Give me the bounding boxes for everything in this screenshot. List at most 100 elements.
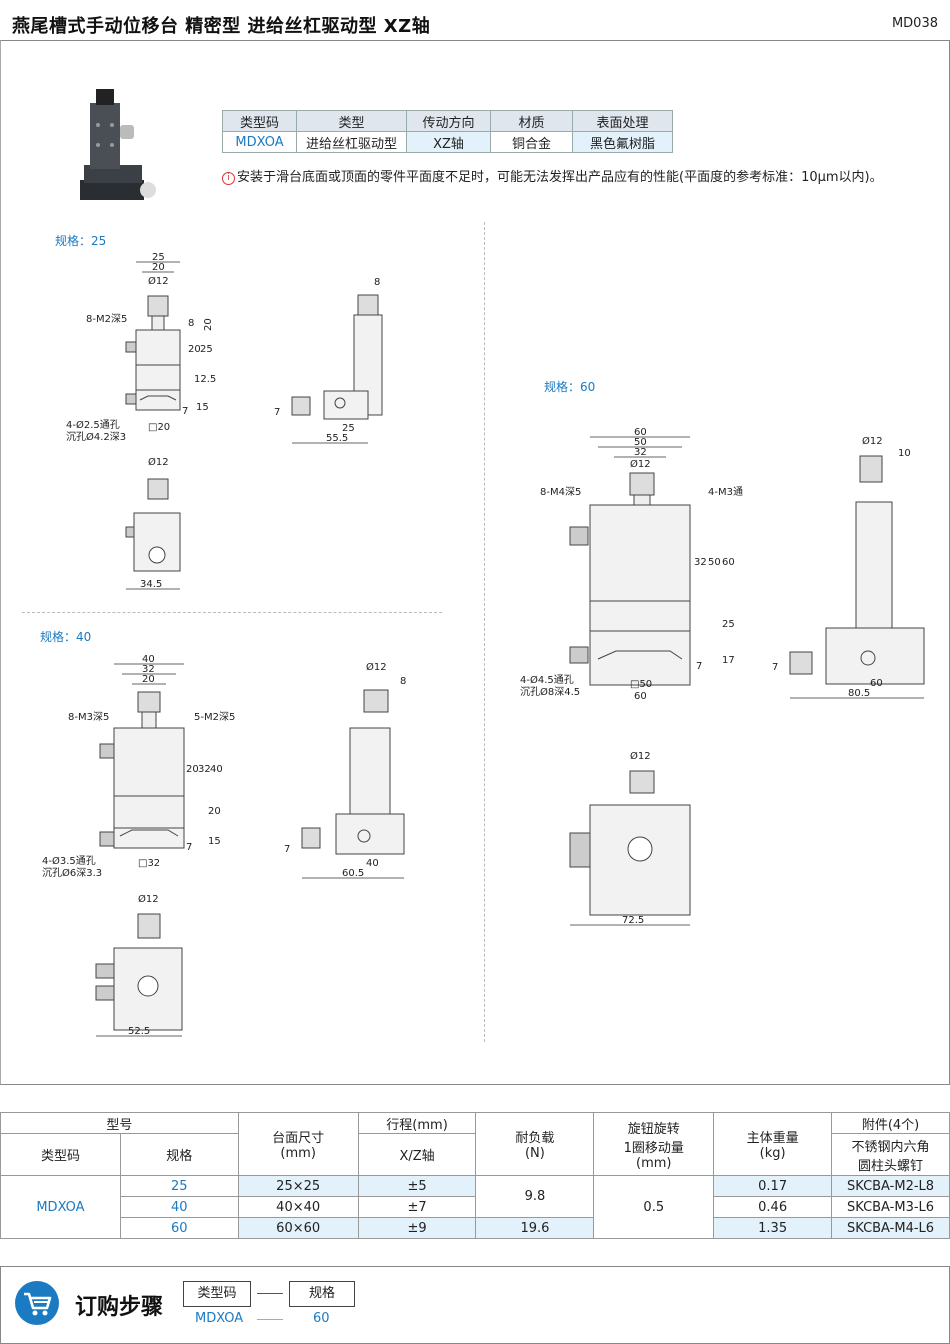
dim-label: 沉孔Ø8深4.5 bbox=[520, 685, 580, 698]
dim-label: 34.5 bbox=[140, 579, 162, 590]
dim-label: 7 bbox=[274, 407, 280, 418]
size-cell: 60×60 bbox=[237, 1217, 359, 1239]
connector bbox=[257, 1319, 283, 1320]
size-cell: 25×25 bbox=[237, 1175, 359, 1197]
type-cell: 进给丝杠驱动型 bbox=[296, 131, 407, 153]
dim-label: 25 bbox=[722, 619, 735, 630]
dim-label: Ø12 bbox=[148, 275, 169, 287]
type-header: 材质 bbox=[490, 110, 573, 132]
dim-label: 4-Ø3.5通孔 bbox=[42, 855, 96, 867]
dim-label: 55.5 bbox=[326, 433, 348, 444]
dim-label: 32 bbox=[634, 447, 647, 458]
load-cell: 19.6 bbox=[475, 1217, 595, 1239]
dim-label: 72.5 bbox=[622, 915, 644, 926]
dim-label: 7 bbox=[696, 661, 702, 672]
dim-label: 4-M3通 bbox=[708, 486, 743, 498]
spec-cell: 40 bbox=[119, 1196, 239, 1218]
dim-label: Ø12 bbox=[862, 435, 883, 447]
accessory-cell: SKCBA-M3-L6 bbox=[831, 1196, 950, 1218]
dim-label: 40 bbox=[210, 764, 223, 775]
catalog-code: MD038 bbox=[891, 16, 938, 31]
drawing-40-side: Ø12 8 7 40 60.5 bbox=[284, 661, 406, 879]
header-model: 型号 bbox=[0, 1112, 239, 1134]
type-header: 类型 bbox=[296, 110, 407, 132]
type-table: 类型码 类型 传动方向 材质 表面处理 MDXOA 进给丝杠驱动型 XZ轴 铜合… bbox=[222, 110, 673, 153]
dim-label: 20 bbox=[142, 674, 155, 685]
type-cell: 黑色氟树脂 bbox=[572, 131, 673, 153]
stroke-cell: ±7 bbox=[357, 1196, 477, 1218]
weight-cell: 0.46 bbox=[713, 1196, 833, 1218]
dim-label: 25 bbox=[200, 344, 213, 355]
dim-label: 60 bbox=[634, 691, 647, 702]
dim-label: 60 bbox=[722, 557, 735, 568]
header-screw: 不锈钢内六角 圆柱头螺钉 bbox=[831, 1133, 950, 1176]
dim-label: 沉孔Ø4.2深3 bbox=[66, 430, 126, 443]
dim-label: 15 bbox=[196, 402, 209, 413]
dim-label: 8-M2深5 bbox=[86, 313, 127, 325]
divider bbox=[484, 222, 485, 1042]
dim-label: 60 bbox=[634, 427, 647, 438]
type-cell: 铜合金 bbox=[490, 131, 573, 153]
dim-label: Ø12 bbox=[366, 661, 387, 673]
size-cell: 40×40 bbox=[237, 1196, 359, 1218]
drawing-40-front: Ø12 52.5 bbox=[95, 893, 183, 1037]
dim-label: 5-M2深5 bbox=[194, 711, 235, 723]
cart-icon bbox=[15, 1281, 59, 1325]
dim-label: Ø12 bbox=[630, 750, 651, 762]
dim-label: Ø12 bbox=[630, 458, 651, 470]
drawing-25-side: 8 7 25 55.5 bbox=[274, 277, 383, 444]
dim-label: □20 bbox=[148, 422, 170, 433]
dim-label: 4-Ø2.5通孔 bbox=[66, 419, 120, 431]
header-spec: 规格 bbox=[119, 1133, 239, 1176]
order-steps: 订购步骤 类型码 规格 MDXOA 60 bbox=[0, 1266, 950, 1344]
spec-cell: 60 bbox=[119, 1217, 239, 1239]
dim-label: 8 bbox=[374, 277, 380, 288]
spec-cell: 25 bbox=[119, 1175, 239, 1197]
order-value-spec: 60 bbox=[313, 1311, 330, 1326]
dim-label: 20 bbox=[186, 764, 199, 775]
weight-cell: 1.35 bbox=[713, 1217, 833, 1239]
dim-label: 50 bbox=[634, 437, 647, 448]
divider bbox=[22, 612, 442, 613]
dim-label: 7 bbox=[182, 406, 188, 417]
type-header: 传动方向 bbox=[406, 110, 491, 132]
header-typecode: 类型码 bbox=[0, 1133, 121, 1176]
drawing-40-top: 40 32 20 8-M3深5 5-M2深5 4-Ø3.5通孔 沉孔Ø6深3.3… bbox=[42, 654, 235, 879]
connector bbox=[257, 1293, 283, 1294]
drawing-60-front: Ø12 72.5 bbox=[569, 750, 691, 926]
dim-label: Ø12 bbox=[138, 893, 159, 905]
dim-label: 8 bbox=[400, 676, 406, 687]
header-accessory: 附件(4个) bbox=[831, 1112, 950, 1134]
dim-label: 12.5 bbox=[194, 374, 216, 385]
dim-label: 沉孔Ø6深3.3 bbox=[42, 866, 102, 879]
page-title: 燕尾槽式手动位移台 精密型 进给丝杠驱动型 XZ轴 bbox=[12, 16, 431, 37]
order-value-typecode: MDXOA bbox=[195, 1311, 244, 1326]
drawing-25-front: Ø12 34.5 bbox=[125, 456, 181, 590]
weight-cell: 0.17 bbox=[713, 1175, 833, 1197]
drawing-60-top: 60 50 32 Ø12 8-M4深5 4-M3通 4-Ø4.5通孔 沉孔Ø8深… bbox=[520, 427, 743, 702]
spec-table: 型号 台面尺寸 (mm) 行程(mm) 耐负载 (N) 旋钮旋转 1圈移动量 (… bbox=[0, 1112, 950, 1239]
dim-label: 20 bbox=[208, 806, 221, 817]
product-photo bbox=[80, 89, 156, 200]
dim-label: 20 bbox=[203, 318, 214, 331]
dim-label: 80.5 bbox=[848, 688, 870, 699]
dim-label: 60.5 bbox=[342, 868, 364, 879]
dim-label: 7 bbox=[186, 842, 192, 853]
dim-label: 8-M3深5 bbox=[68, 711, 109, 723]
type-cell: XZ轴 bbox=[406, 131, 491, 153]
load-cell: 9.8 bbox=[475, 1175, 595, 1218]
dim-label: 17 bbox=[722, 655, 735, 666]
dim-label: 40 bbox=[366, 858, 379, 869]
dim-label: 32 bbox=[198, 764, 211, 775]
knob-cell: 0.5 bbox=[593, 1175, 715, 1239]
accessory-cell: SKCBA-M2-L8 bbox=[831, 1175, 950, 1197]
type-header: 表面处理 bbox=[572, 110, 673, 132]
order-box-spec: 规格 bbox=[289, 1281, 355, 1307]
accessory-cell: SKCBA-M4-L6 bbox=[831, 1217, 950, 1239]
dim-label: 7 bbox=[284, 844, 290, 855]
header-knob: 旋钮旋转 1圈移动量 (mm) bbox=[593, 1112, 715, 1176]
typecode-cell: MDXOA bbox=[0, 1175, 121, 1239]
dim-label: □32 bbox=[138, 858, 160, 869]
dim-label: 7 bbox=[772, 662, 778, 673]
